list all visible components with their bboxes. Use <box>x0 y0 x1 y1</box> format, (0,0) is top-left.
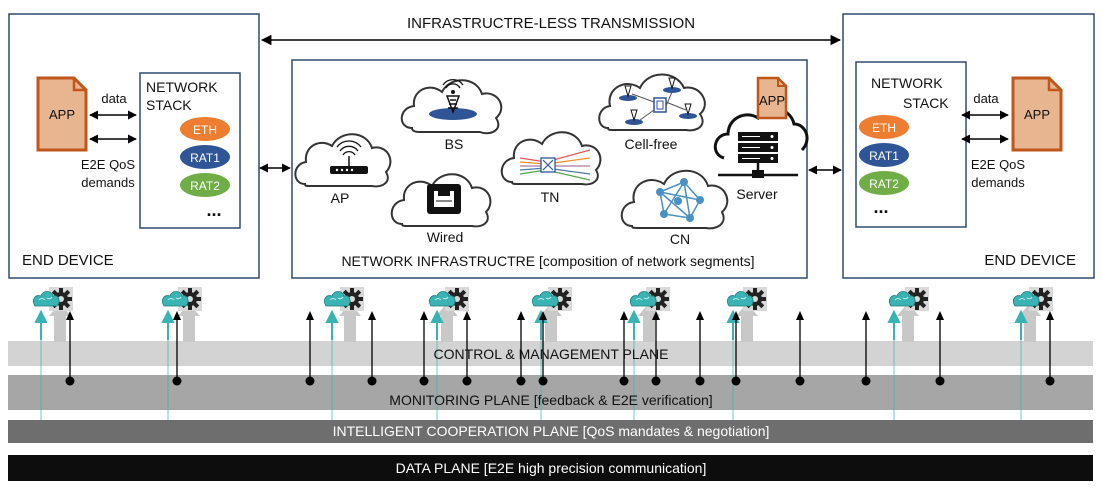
monitoring-plane-label: MONITORING PLANE [feedback & E2E verific… <box>389 392 712 408</box>
brain-gear-icon <box>1013 287 1053 311</box>
monitoring-arrow <box>651 311 661 386</box>
left-data-label: data <box>101 91 127 106</box>
monitoring-arrow <box>695 311 705 386</box>
right-rat1-label: RAT1 <box>869 149 899 163</box>
monitoring-arrow <box>367 311 377 386</box>
right-data-label: data <box>973 91 999 106</box>
monitoring-arrow <box>172 311 182 386</box>
brain-gear-icon <box>727 287 767 311</box>
server-app-label: APP <box>759 93 785 108</box>
grey-up-arrows <box>49 303 1041 342</box>
monitoring-arrow <box>619 311 629 386</box>
left-eth-layer <box>180 117 230 141</box>
right-qos-line2: demands <box>971 175 1025 190</box>
right-network-stack-box <box>855 61 967 228</box>
left-stack-line1: NETWORK <box>146 79 218 95</box>
brain-gear-icon <box>429 287 469 311</box>
right-app-icon <box>1011 76 1063 152</box>
brain-gear-icon <box>162 287 202 311</box>
data-plane-label: DATA PLANE [E2E high precision communica… <box>396 460 707 476</box>
ai-brain-gear-icons <box>33 287 1053 311</box>
server-cloud-icon <box>713 76 809 178</box>
left-rat1-label: RAT1 <box>190 151 220 165</box>
left-qos-line2: demands <box>81 175 135 190</box>
intelligent-plane-label: INTELLIGENT COOPERATION PLANE [QoS manda… <box>333 423 770 439</box>
brain-gear-icon <box>889 287 929 311</box>
left-network-stack-box <box>139 72 241 229</box>
tn-label: TN <box>541 189 560 205</box>
infrastructure-label: NETWORK INFRASTRUCTRE [composition of ne… <box>341 253 754 269</box>
monitoring-feedback-arrows <box>65 311 1055 386</box>
right-stack-line2: STACK <box>903 95 949 111</box>
right-more-layers: ... <box>873 197 888 217</box>
right-end-device-box <box>842 13 1095 279</box>
bs-cloud <box>400 79 503 135</box>
brain-gear-icon <box>33 287 73 311</box>
monitoring-arrow <box>731 311 741 386</box>
right-qos-line1: E2E QoS <box>971 157 1026 172</box>
left-eth-label: ETH <box>193 123 217 137</box>
wired-label: Wired <box>427 229 464 245</box>
brain-gear-icon <box>532 287 572 311</box>
bs-label: BS <box>445 136 464 152</box>
control-plane-bar <box>8 341 1093 366</box>
left-end-device-box <box>8 13 260 279</box>
left-rat2-layer <box>180 173 230 197</box>
control-plane-label: CONTROL & MANAGEMENT PLANE <box>434 346 669 362</box>
left-qos-line1: E2E QoS <box>81 157 136 172</box>
ap-cloud <box>294 133 392 188</box>
right-eth-label: ETH <box>872 121 896 135</box>
server-label: Server <box>736 186 778 202</box>
ap-label: AP <box>331 190 350 206</box>
cn-cloud <box>620 169 729 230</box>
right-rat2-label: RAT2 <box>869 177 899 191</box>
right-app-label: APP <box>1024 107 1050 122</box>
right-end-device-label: END DEVICE <box>984 252 1076 269</box>
tn-cloud <box>500 131 602 186</box>
left-end-device-label: END DEVICE <box>22 252 114 269</box>
left-app-label: APP <box>49 107 75 122</box>
brain-gear-icon <box>324 287 364 311</box>
infrastructure-box <box>291 59 808 279</box>
brain-gear-icon <box>630 287 670 311</box>
left-rat1-layer <box>180 145 230 169</box>
left-stack-line2: STACK <box>146 97 192 113</box>
right-rat2-layer <box>859 171 909 195</box>
monitoring-arrow <box>65 311 75 386</box>
monitoring-plane-bar <box>8 375 1093 410</box>
monitoring-arrow <box>305 311 315 386</box>
monitoring-arrow <box>1045 311 1055 386</box>
right-rat1-layer <box>859 143 909 167</box>
teal-up-arrows <box>34 309 1028 340</box>
intelligent-plane-bar <box>8 420 1093 443</box>
cellfree-cloud <box>598 73 706 132</box>
monitoring-arrow <box>935 311 945 386</box>
wired-cloud <box>390 173 492 228</box>
left-more-layers: ... <box>206 200 221 220</box>
left-app-icon <box>36 76 88 152</box>
monitoring-arrow <box>419 311 429 386</box>
right-eth-layer <box>859 115 909 139</box>
cn-label: CN <box>670 231 690 247</box>
monitoring-arrow <box>538 311 548 386</box>
cellfree-label: Cell-free <box>625 136 678 152</box>
data-plane-bar <box>8 455 1093 481</box>
monitoring-arrow <box>462 311 472 386</box>
monitoring-arrow <box>516 311 526 386</box>
infra-less-label: INFRASTRUCTRE-LESS TRANSMISSION <box>407 15 695 32</box>
right-stack-line1: NETWORK <box>871 75 943 91</box>
left-rat2-label: RAT2 <box>190 179 220 193</box>
monitoring-arrow <box>861 311 871 386</box>
monitoring-arrow <box>795 311 805 386</box>
